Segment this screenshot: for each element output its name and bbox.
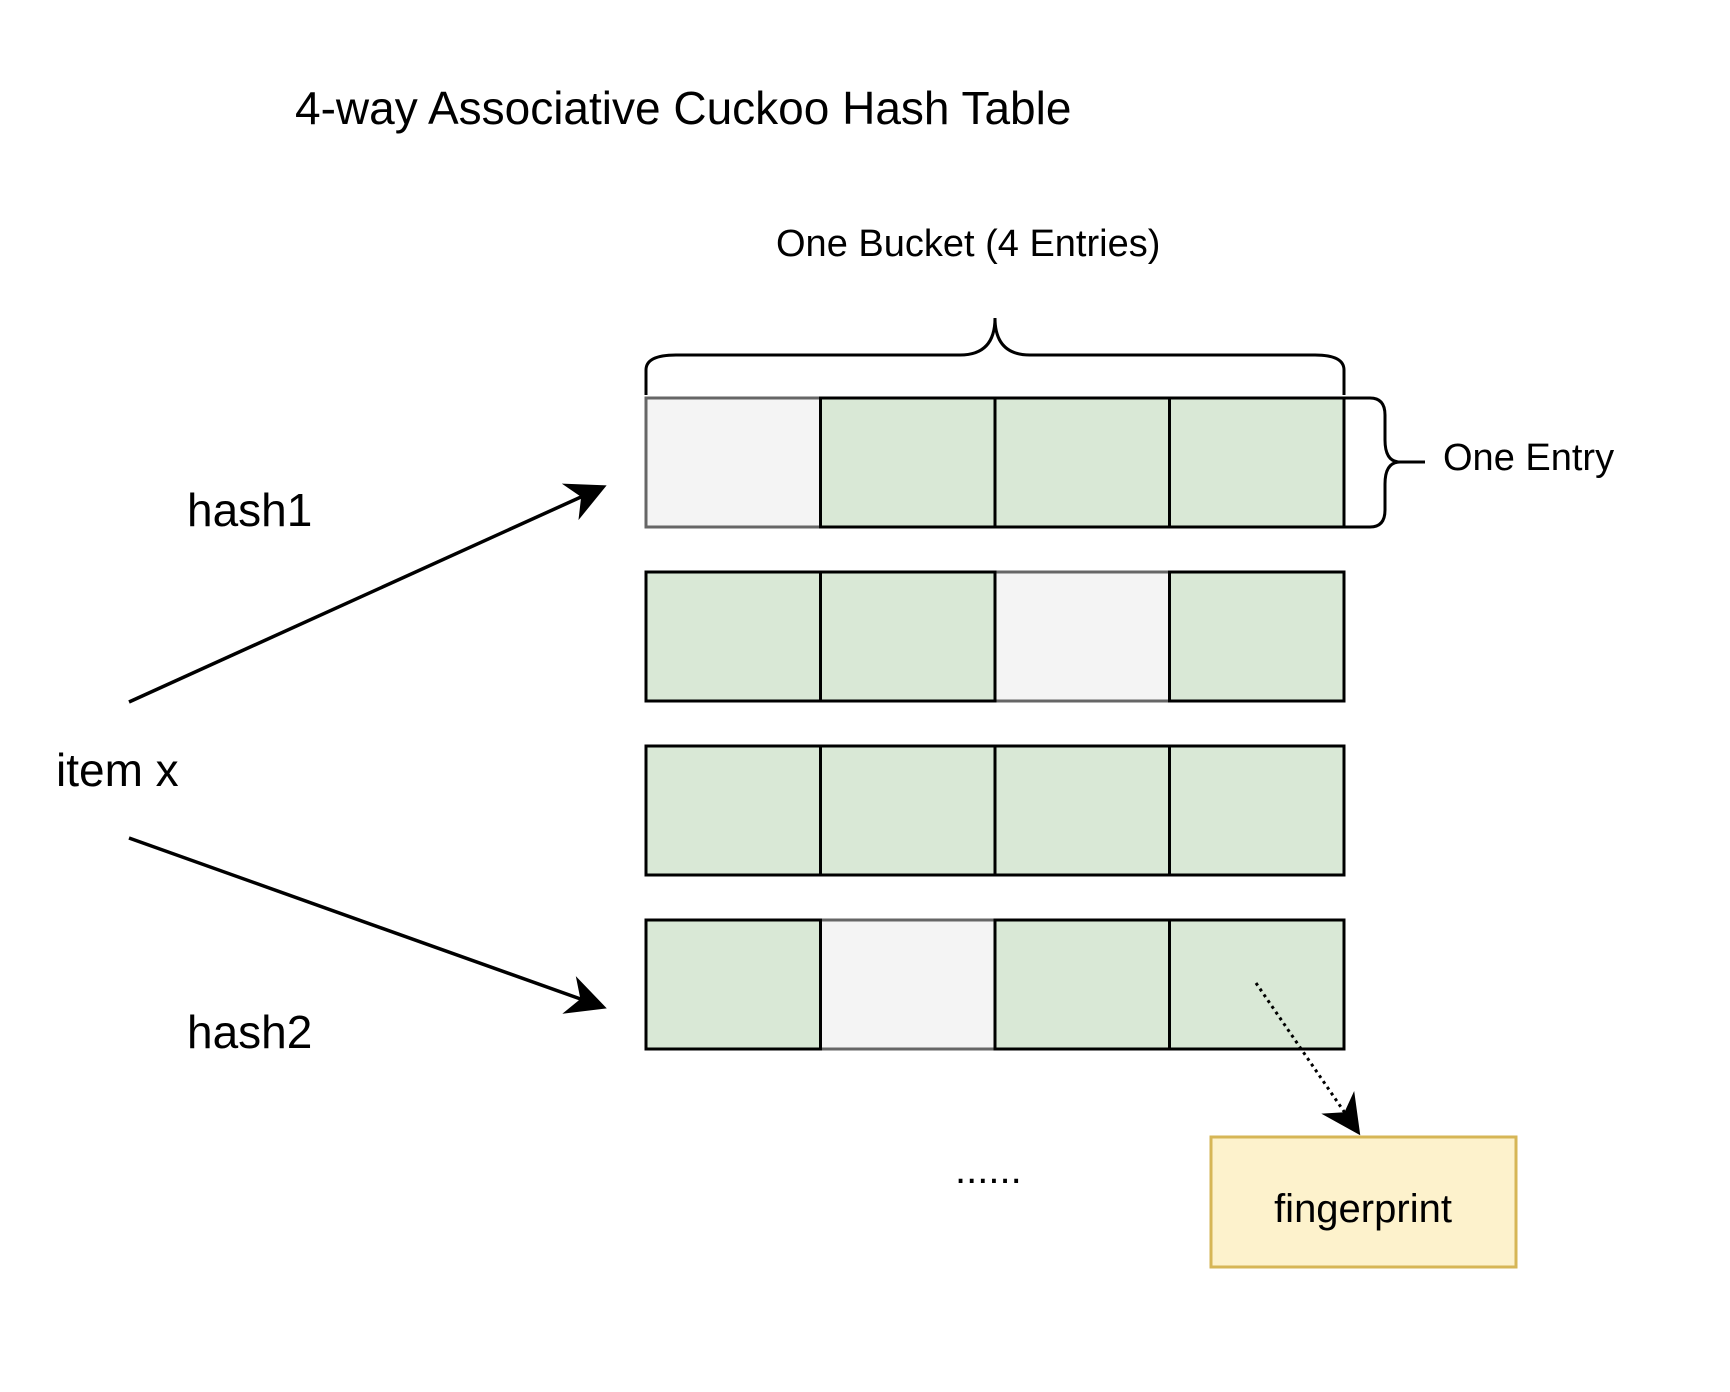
empty-entry (644, 396, 822, 529)
entry-brace (1344, 396, 1401, 529)
fingerprint-arrow (1254, 982, 1361, 1136)
entry-label: One Entry (1443, 437, 1614, 479)
hash1-label: hash1 (187, 484, 312, 536)
hash2-label: hash2 (187, 1006, 312, 1058)
bucket-2 (644, 570, 1346, 703)
filled-entry (993, 396, 1171, 529)
filled-entry (644, 744, 822, 877)
empty-entry (993, 570, 1171, 703)
filled-entry (1168, 570, 1346, 703)
filled-entry (819, 744, 997, 877)
bucket-4 (644, 918, 1346, 1051)
filled-entry (819, 570, 997, 703)
filled-entry (993, 918, 1171, 1051)
hash1-arrow (128, 483, 607, 704)
hash2-arrow (128, 836, 607, 1014)
more-buckets-ellipsis: ...... (955, 1148, 1022, 1192)
bucket-1 (644, 396, 1346, 529)
item-label: item x (56, 744, 179, 796)
filled-entry (644, 918, 822, 1051)
fingerprint-box (1209, 1135, 1518, 1269)
diagram-title: 4-way Associative Cuckoo Hash Table (295, 82, 1071, 134)
filled-entry (1168, 744, 1346, 877)
filled-entry (993, 744, 1171, 877)
filled-entry (819, 396, 997, 529)
bucket-label: One Bucket (4 Entries) (776, 223, 1160, 265)
bucket-3 (644, 744, 1346, 877)
filled-entry (1168, 396, 1346, 529)
bucket-brace (644, 317, 1346, 395)
fingerprint-label: fingerprint (1274, 1187, 1452, 1231)
bucket-grid (644, 396, 1346, 1051)
empty-entry (819, 918, 997, 1051)
filled-entry (644, 570, 822, 703)
